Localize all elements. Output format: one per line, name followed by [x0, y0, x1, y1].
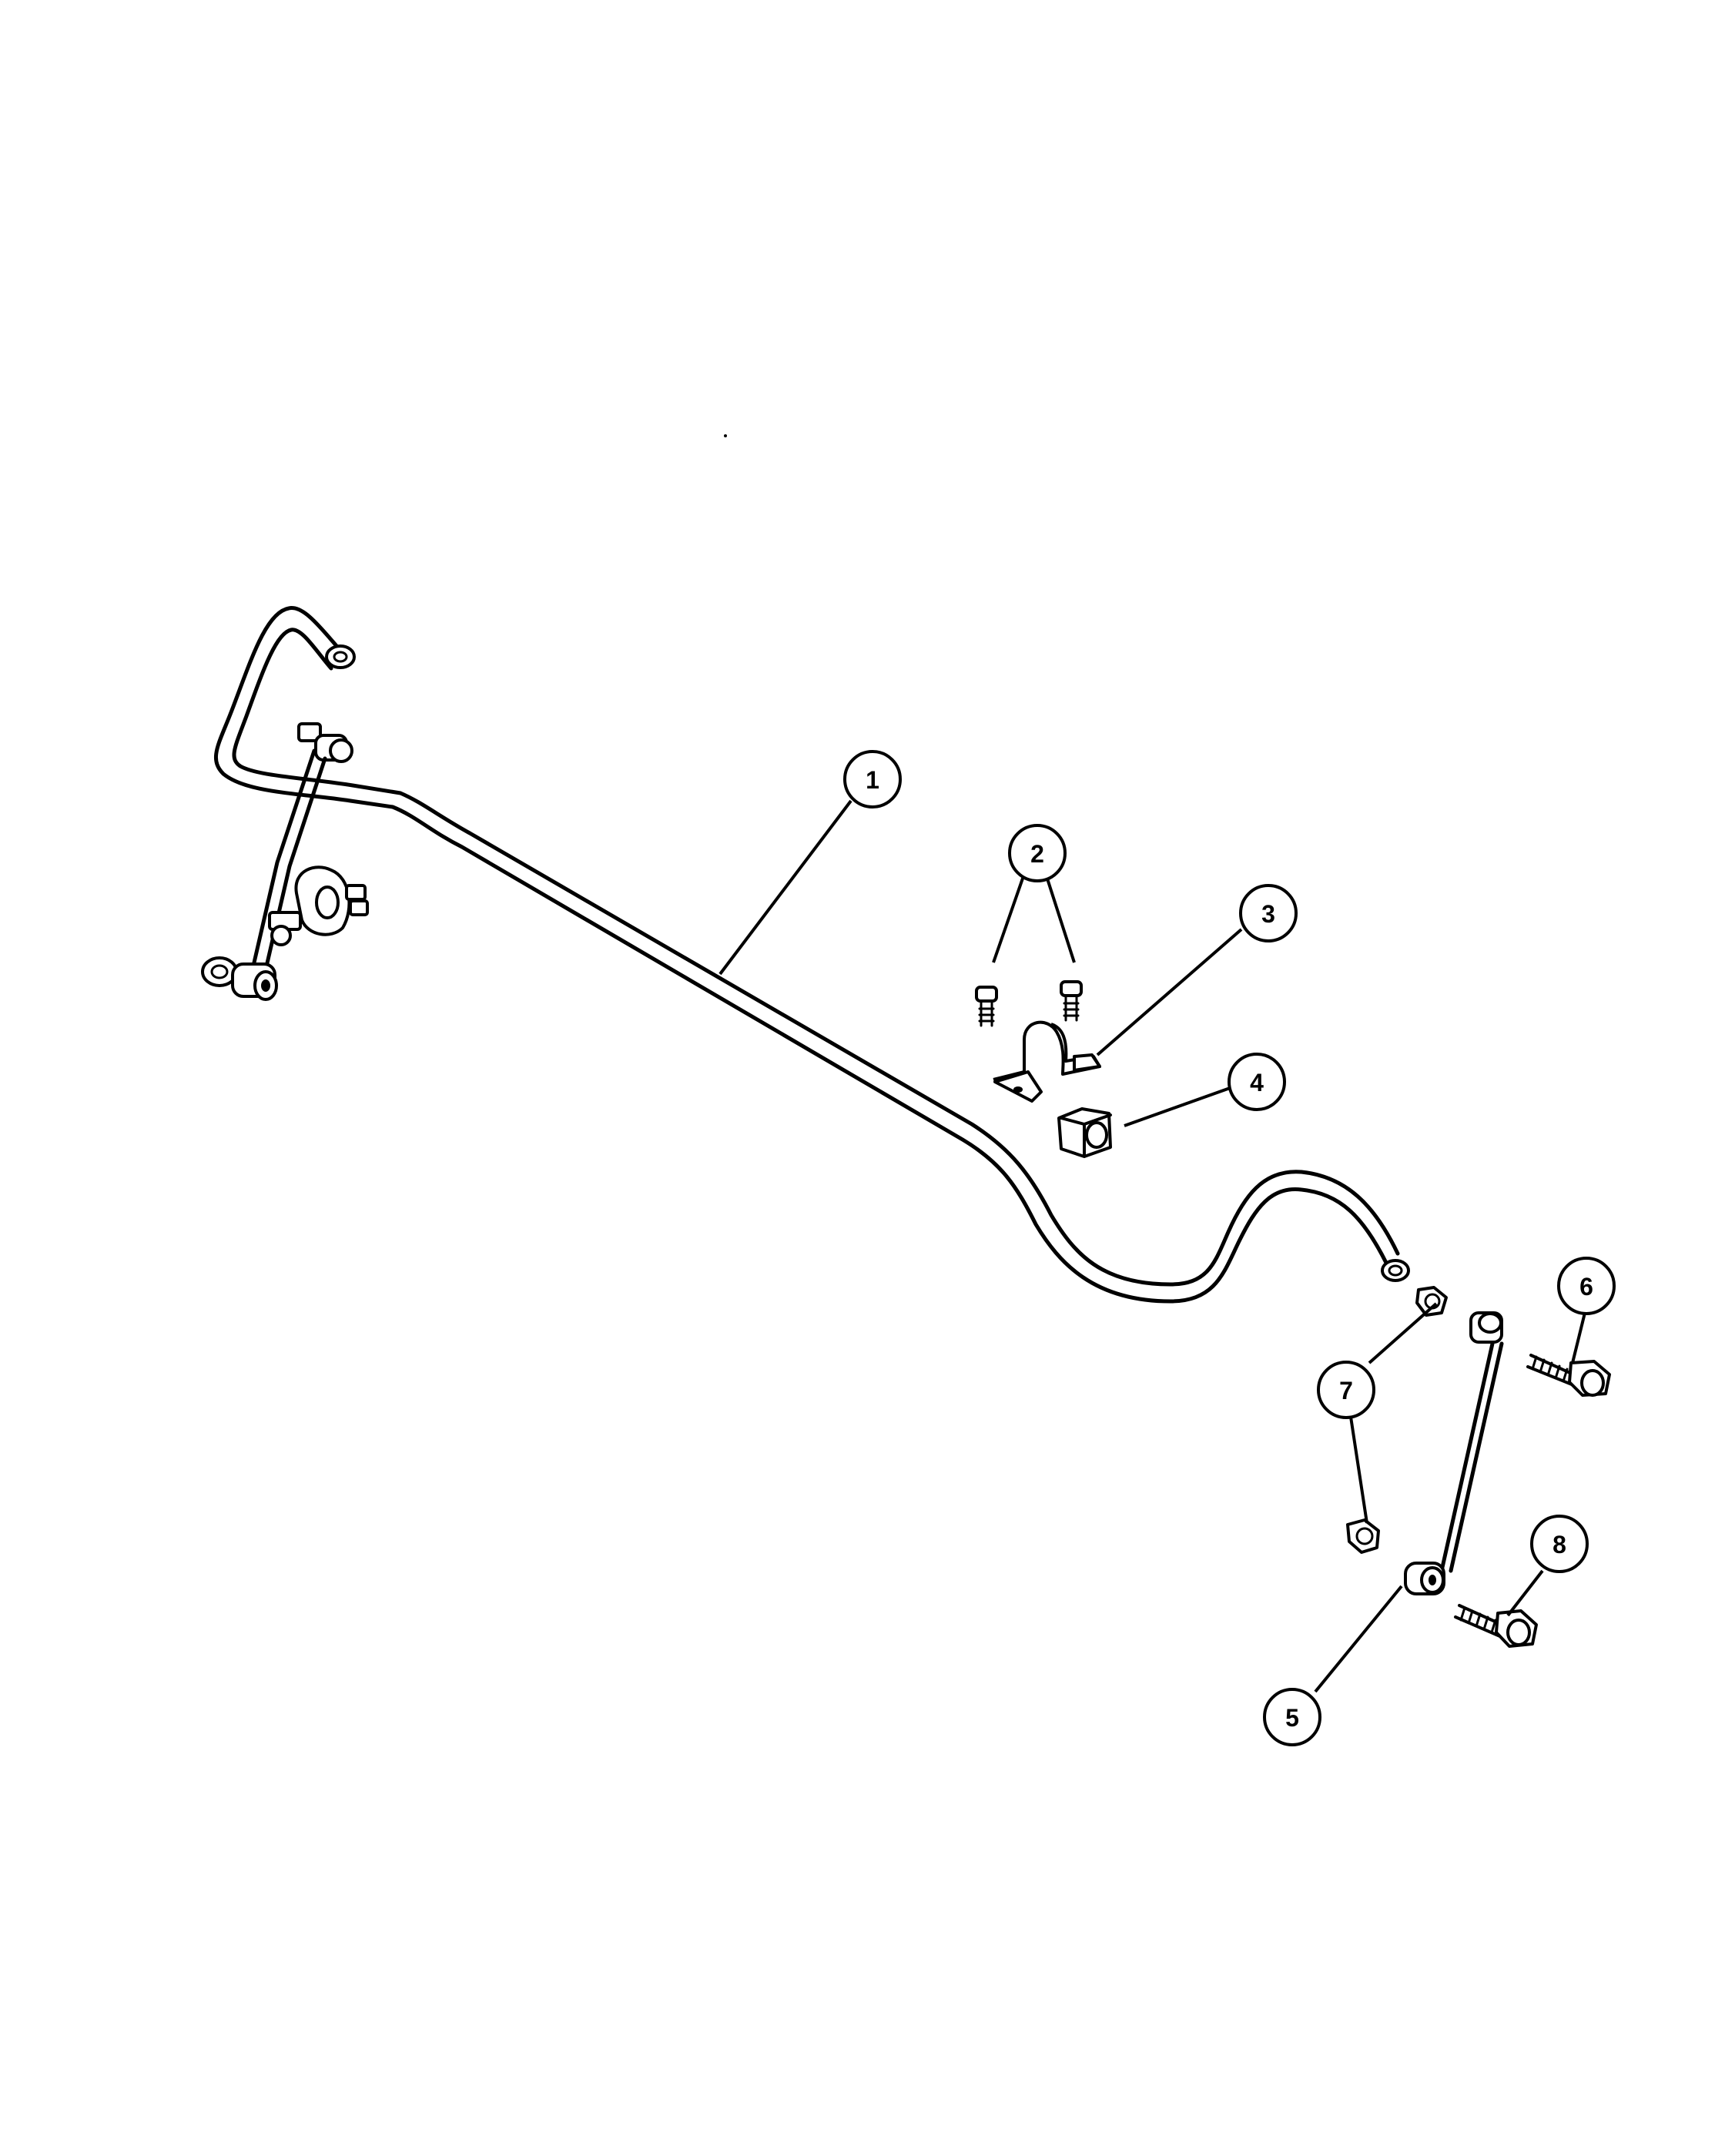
- bar-bushing: [1057, 1107, 1112, 1158]
- callout-5: 5: [1263, 1688, 1321, 1746]
- link-upper-bolt: [1526, 1354, 1611, 1397]
- stabilizer-bar: [213, 606, 1410, 1304]
- link-lower-bolt: [1454, 1604, 1538, 1648]
- callout-3: 3: [1239, 884, 1298, 942]
- callout-3-label: 3: [1261, 900, 1275, 928]
- callout-4: 4: [1228, 1053, 1286, 1111]
- callout-1-label: 1: [866, 766, 879, 794]
- callout-2: 2: [1008, 824, 1067, 882]
- link-nuts: [1346, 1286, 1448, 1554]
- bolt-left: [975, 986, 998, 1027]
- callout-6: 6: [1557, 1257, 1616, 1315]
- callout-1: 1: [843, 750, 902, 808]
- bushing-bracket: [993, 1020, 1101, 1103]
- callout-6-label: 6: [1579, 1273, 1593, 1301]
- stabilizer-link: [1404, 1311, 1504, 1595]
- callout-8-label: 8: [1552, 1531, 1566, 1558]
- callout-7: 7: [1317, 1361, 1375, 1419]
- bolt-right: [1060, 980, 1083, 1022]
- callout-2-label: 2: [1030, 840, 1044, 868]
- callout-4-label: 4: [1250, 1069, 1264, 1096]
- nut-upper: [1415, 1286, 1448, 1317]
- stray-dot: [724, 434, 727, 437]
- bracket-bolts: [975, 980, 1083, 1027]
- nut-lower: [1346, 1518, 1380, 1554]
- callout-5-label: 5: [1285, 1704, 1299, 1732]
- callout-8: 8: [1530, 1515, 1589, 1573]
- left-side-assembly: [201, 722, 369, 1001]
- leader-lines: [718, 799, 1586, 1693]
- callout-7-label: 7: [1339, 1377, 1353, 1404]
